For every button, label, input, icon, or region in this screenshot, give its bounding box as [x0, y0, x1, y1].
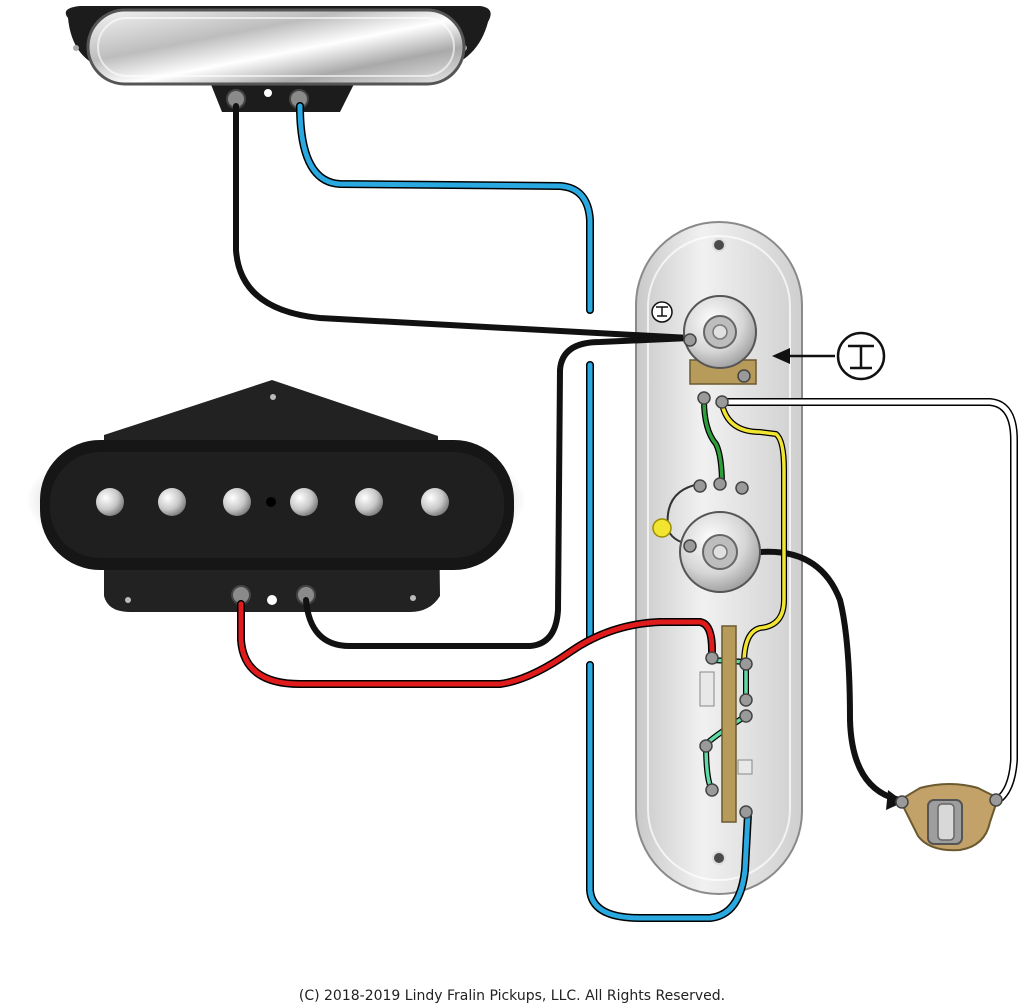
volume-pot	[683, 295, 757, 409]
volume-lug-1	[697, 391, 711, 405]
ground-symbol-small-icon	[651, 301, 673, 323]
pole-piece-1	[96, 488, 124, 516]
neck-center-hole	[264, 89, 272, 97]
pole-piece-3	[223, 488, 251, 516]
tone-lug-2	[713, 477, 727, 491]
switch-lug-1	[705, 651, 719, 665]
bridge-red-wire	[238, 601, 715, 687]
plate-screw-hole-top	[712, 238, 726, 252]
pole-piece-2	[158, 488, 186, 516]
switch-lug-7	[739, 805, 753, 819]
bridge-center-dot	[266, 497, 276, 507]
switch-lug-2	[739, 657, 753, 671]
ground-symbol-icon	[772, 331, 886, 381]
jack-hot-arrow	[886, 790, 904, 810]
volume-lug-3	[737, 369, 751, 383]
switch-lug-3	[739, 693, 753, 707]
tone-lug-3	[735, 481, 749, 495]
neck-mount-hole-left	[73, 45, 79, 51]
neck-pickup	[65, 6, 491, 112]
jack-ground-lug	[989, 793, 1003, 807]
switch-lug-6	[705, 783, 719, 797]
jack-hot-black-wire	[757, 548, 903, 803]
bridge-mount-hole-top	[270, 394, 276, 400]
neck-black-wire	[233, 103, 693, 341]
three-way-switch	[699, 625, 753, 823]
pole-piece-6	[421, 488, 449, 516]
neck-chrome-cover	[86, 8, 466, 86]
neck-blue-wire	[297, 103, 751, 921]
tone-ground-lug	[683, 539, 697, 553]
tone-lug-1	[693, 479, 707, 493]
pole-piece-4	[290, 488, 318, 516]
bridge-black-wire	[303, 335, 693, 649]
plate-screw-hole-bottom	[712, 851, 726, 865]
pole-piece-5	[355, 488, 383, 516]
switch-lug-5	[699, 739, 713, 753]
tone-pot	[652, 477, 761, 593]
green-wire	[702, 398, 724, 488]
jack-hot-lug	[895, 795, 909, 809]
volume-ground-lug	[683, 333, 697, 347]
switch-lug-4	[739, 709, 753, 723]
volume-lug-2	[715, 395, 729, 409]
output-jack	[895, 783, 1003, 852]
bridge-mount-hole-right	[410, 595, 416, 601]
yellow-wire	[720, 402, 786, 666]
bridge-mount-hole-left	[125, 597, 131, 603]
bridge-center-hole	[267, 595, 277, 605]
bridge-pickup	[26, 380, 526, 612]
copyright-text: (C) 2018-2019 Lindy Fralin Pickups, LLC.…	[298, 988, 726, 1004]
jack-white-wire	[719, 399, 1017, 803]
tone-capacitor	[652, 518, 672, 538]
